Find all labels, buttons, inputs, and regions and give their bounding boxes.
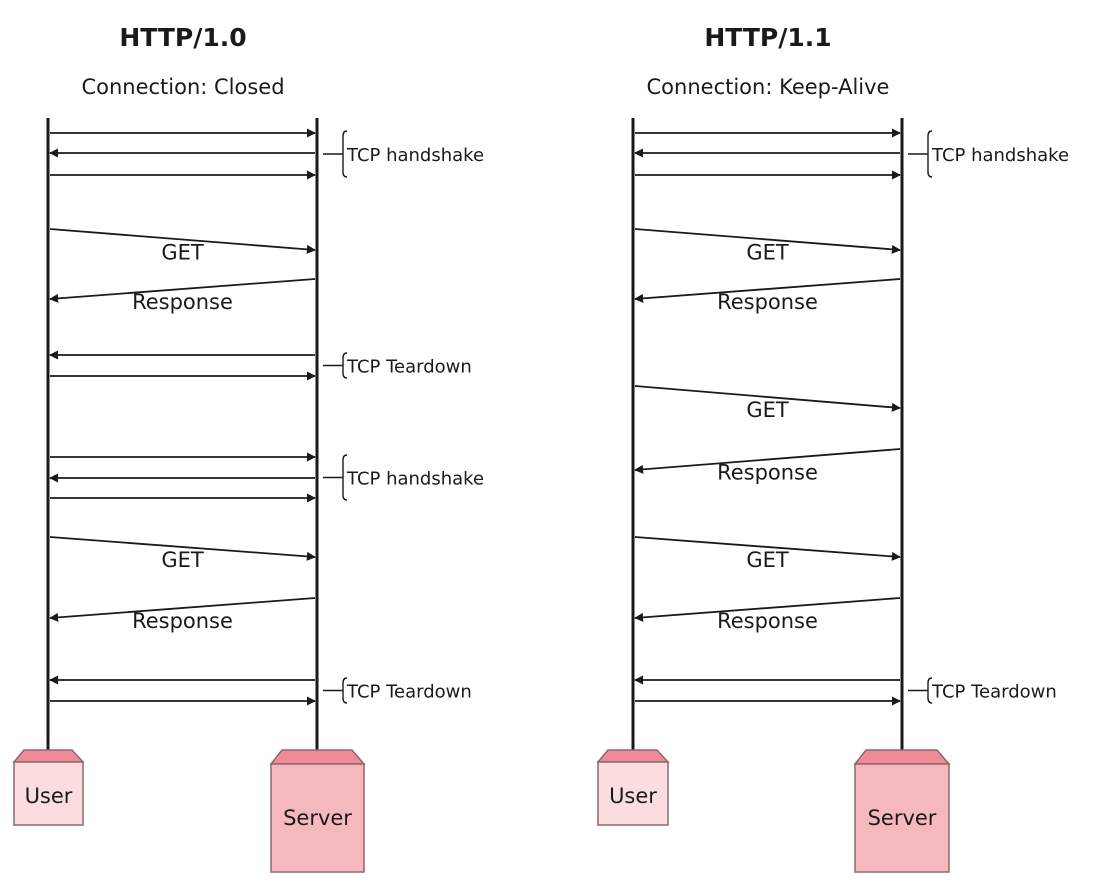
- message-arrow: [49, 228, 316, 254]
- message-arrow: [49, 597, 316, 622]
- annotation-bracket: [323, 130, 348, 178]
- http11-panel: HTTP/1.1 Connection: Keep-Alive GET Respo…: [596, 23, 1069, 873]
- http11-title: HTTP/1.1: [704, 23, 831, 52]
- response-label: Response: [717, 290, 818, 314]
- response-label: Response: [717, 609, 818, 633]
- annotation-label: TCP handshake: [346, 145, 484, 166]
- http10-title: HTTP/1.0: [119, 23, 246, 52]
- get-label: GET: [746, 241, 789, 265]
- http11-user-box: User: [596, 749, 670, 826]
- http10-panel: HTTP/1.0 Connection: Closed GETResponseG…: [12, 23, 484, 873]
- http10-subtitle: Connection: Closed: [81, 75, 284, 99]
- annotation-bracket: [323, 454, 348, 501]
- annotation-bracket: [908, 677, 933, 704]
- http10-server-box: Server: [269, 749, 366, 873]
- annotation-bracket: [908, 130, 933, 178]
- get-label: GET: [161, 241, 204, 265]
- get-label: GET: [746, 398, 789, 422]
- annotation-label: TCP Teardown: [931, 682, 1057, 703]
- get-label: GET: [161, 548, 204, 572]
- annotation-label: TCP Teardown: [346, 682, 472, 703]
- message-arrow: [49, 278, 316, 303]
- response-label: Response: [132, 609, 233, 633]
- response-label: Response: [132, 290, 233, 314]
- http11-server-label: Server: [868, 806, 937, 830]
- http10-server-label: Server: [283, 806, 352, 830]
- message-arrow: [49, 536, 316, 561]
- message-arrow: [634, 448, 901, 474]
- http11-user-label: User: [609, 784, 657, 808]
- http10-user-label: User: [25, 784, 73, 808]
- annotation-label: TCP handshake: [931, 145, 1069, 166]
- message-arrow: [634, 536, 901, 561]
- http10-user-box: User: [12, 749, 85, 826]
- message-arrow: [634, 597, 901, 622]
- response-label: Response: [717, 461, 818, 485]
- annotation-label: TCP handshake: [346, 469, 484, 490]
- annotation-label: TCP Teardown: [346, 357, 472, 378]
- http11-server-box: Server: [853, 749, 951, 873]
- message-arrow: [634, 228, 901, 254]
- http11-subtitle: Connection: Keep-Alive: [647, 75, 890, 99]
- annotation-bracket: [323, 677, 348, 704]
- message-arrow: [634, 385, 901, 412]
- message-arrow: [634, 278, 901, 303]
- get-label: GET: [746, 548, 789, 572]
- annotation-bracket: [323, 352, 348, 379]
